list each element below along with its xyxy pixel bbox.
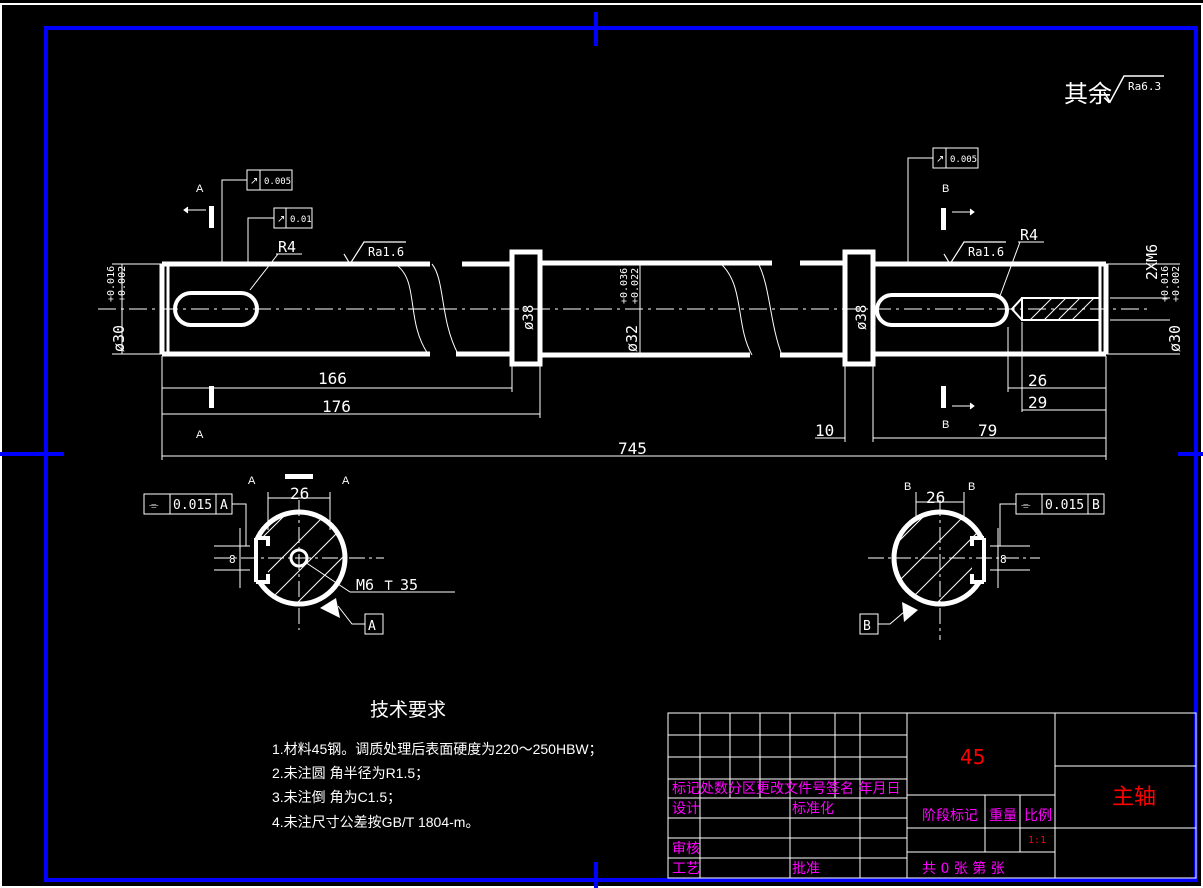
dim-166: 166	[318, 369, 347, 388]
svg-text:ø32: ø32	[623, 325, 641, 352]
runout-frame-right: ↗ 0.005	[907, 147, 979, 262]
svg-text:A: A	[342, 475, 350, 487]
svg-text:+0.002: +0.002	[1171, 266, 1182, 302]
svg-text:8: 8	[1000, 553, 1007, 566]
svg-text:⌯: ⌯	[1021, 498, 1031, 512]
standardization-label: 标准化	[792, 801, 834, 817]
material-value: 45	[960, 745, 985, 769]
radius-leader-left: R4	[249, 238, 302, 291]
diameter-collar-right: ø38	[854, 305, 870, 330]
svg-text:0.01: 0.01	[290, 215, 312, 225]
threaded-hole	[1010, 297, 1101, 321]
svg-text:↗: ↗	[250, 176, 258, 187]
title-block: 45 主轴 标记处数分区更改文件号签名 年月日 设计 标准化 审核 工艺 批准 …	[667, 712, 1197, 879]
svg-text:+0.002: +0.002	[117, 266, 128, 302]
tech-req-item: 4.未注尺寸公差按GB/T 1804-m。	[272, 814, 479, 830]
break-lines	[394, 262, 783, 356]
dim-10: 10	[815, 421, 834, 440]
svg-text:+0.022: +0.022	[630, 268, 641, 304]
section-arrows	[183, 206, 975, 410]
radius-leader-right: R4	[999, 226, 1044, 297]
dim-29: 29	[1028, 393, 1047, 412]
frame-center-marks	[0, 12, 1203, 888]
svg-text:26: 26	[290, 484, 309, 503]
svg-text:⌯: ⌯	[149, 498, 159, 512]
svg-text:B: B	[1092, 498, 1100, 513]
svg-text:A: A	[368, 619, 376, 634]
svg-text:0.015: 0.015	[173, 498, 212, 513]
roughness-general-value: Ra6.3	[1128, 80, 1161, 93]
svg-text:A: A	[220, 498, 228, 513]
svg-text:↗: ↗	[936, 154, 944, 165]
section-label-b-bottom: B	[942, 419, 949, 431]
process-label: 工艺	[672, 861, 700, 877]
svg-text:+0.016: +0.016	[106, 266, 117, 302]
shaft-outline	[159, 249, 1109, 367]
tech-req-item: 2.未注圆 角半径为R1.5；	[272, 765, 429, 782]
svg-text:+0.036: +0.036	[619, 268, 630, 304]
section-cut-markers	[209, 206, 946, 408]
svg-text:B: B	[863, 619, 871, 634]
roughness-right: Ra1.6	[943, 241, 1006, 266]
dim-745: 745	[618, 439, 647, 458]
svg-text:M6: M6	[356, 576, 374, 594]
svg-text:R4: R4	[278, 238, 296, 256]
svg-text:+0.016: +0.016	[1160, 266, 1171, 302]
dim-79: 79	[978, 421, 997, 440]
dim-26: 26	[1028, 371, 1047, 390]
tech-req-item: 3.未注倒 角为C1.5；	[272, 789, 401, 806]
review-label: 审核	[672, 841, 700, 857]
keyway-left	[173, 291, 259, 327]
tech-req-item: 1.材料45钢。调质处理后表面硬度为220～250HBW；	[272, 741, 603, 758]
diameter-collar-left: ø38	[521, 305, 537, 330]
tech-req-title: 技术要求	[370, 699, 446, 721]
dim-176: 176	[322, 397, 351, 416]
stage-mark-label: 阶段标记	[922, 808, 978, 824]
general-roughness: 其余 Ra6.3	[1064, 75, 1164, 108]
diameter-middle: ø32 +0.036 +0.022	[619, 263, 641, 355]
svg-text:B: B	[904, 481, 911, 493]
svg-text:ø30: ø30	[110, 325, 128, 352]
approval-label: 批准	[792, 861, 820, 877]
roughness-left: Ra1.6	[343, 241, 406, 266]
section-label-b-top: B	[942, 183, 949, 195]
part-name: 主轴	[1112, 785, 1156, 810]
scale-value: 1:1	[1028, 835, 1046, 846]
scale-label: 比例	[1024, 808, 1052, 824]
roughness-prefix: 其余	[1064, 81, 1112, 108]
svg-text:2XM6: 2XM6	[1143, 244, 1161, 280]
svg-text:0.005: 0.005	[264, 177, 291, 187]
svg-text:26: 26	[926, 488, 945, 507]
outer-border	[0, 3, 1203, 888]
svg-text:B: B	[968, 481, 975, 493]
weight-label: 重量	[989, 808, 1017, 824]
design-label: 设计	[672, 801, 700, 817]
diameter-right-end: ø30 +0.016 +0.002 2XM6	[1106, 244, 1184, 355]
svg-text:Ra1.6: Ra1.6	[368, 245, 404, 259]
linear-dimension-lines	[161, 322, 1107, 460]
section-label-a-top: A	[196, 183, 204, 195]
svg-text:A: A	[248, 475, 256, 487]
runout-frame-left-1: ↗ 0.005	[221, 169, 293, 262]
svg-text:Ra1.6: Ra1.6	[968, 245, 1004, 259]
runout-frame-left-2: ↗ 0.01	[247, 207, 313, 262]
svg-text:⊤: ⊤	[384, 576, 393, 594]
technical-requirements: 技术要求 1.材料45钢。调质处理后表面硬度为220～250HBW； 2.未注圆…	[272, 699, 603, 830]
svg-text:0.005: 0.005	[950, 155, 977, 165]
svg-text:ø30: ø30	[1166, 325, 1184, 352]
svg-text:35: 35	[400, 576, 418, 594]
svg-text:R4: R4	[1020, 226, 1038, 244]
sheet-count: 共 0 张 第 张	[922, 860, 1005, 877]
svg-text:0.015: 0.015	[1045, 498, 1084, 513]
keyway-right	[875, 293, 1009, 327]
section-view-b: B B 26 B 8 ⌯ 0.015 B	[859, 481, 1105, 640]
section-view-a: A A 26 A M6 ⊤ 35 8	[143, 474, 455, 635]
svg-text:8: 8	[229, 553, 236, 566]
revision-header: 标记处数分区更改文件号签名 年月日	[672, 780, 900, 797]
diameter-left-end: ø30 +0.016 +0.002	[106, 263, 162, 355]
svg-text:↗: ↗	[277, 214, 285, 225]
section-label-a-bottom: A	[196, 429, 204, 441]
